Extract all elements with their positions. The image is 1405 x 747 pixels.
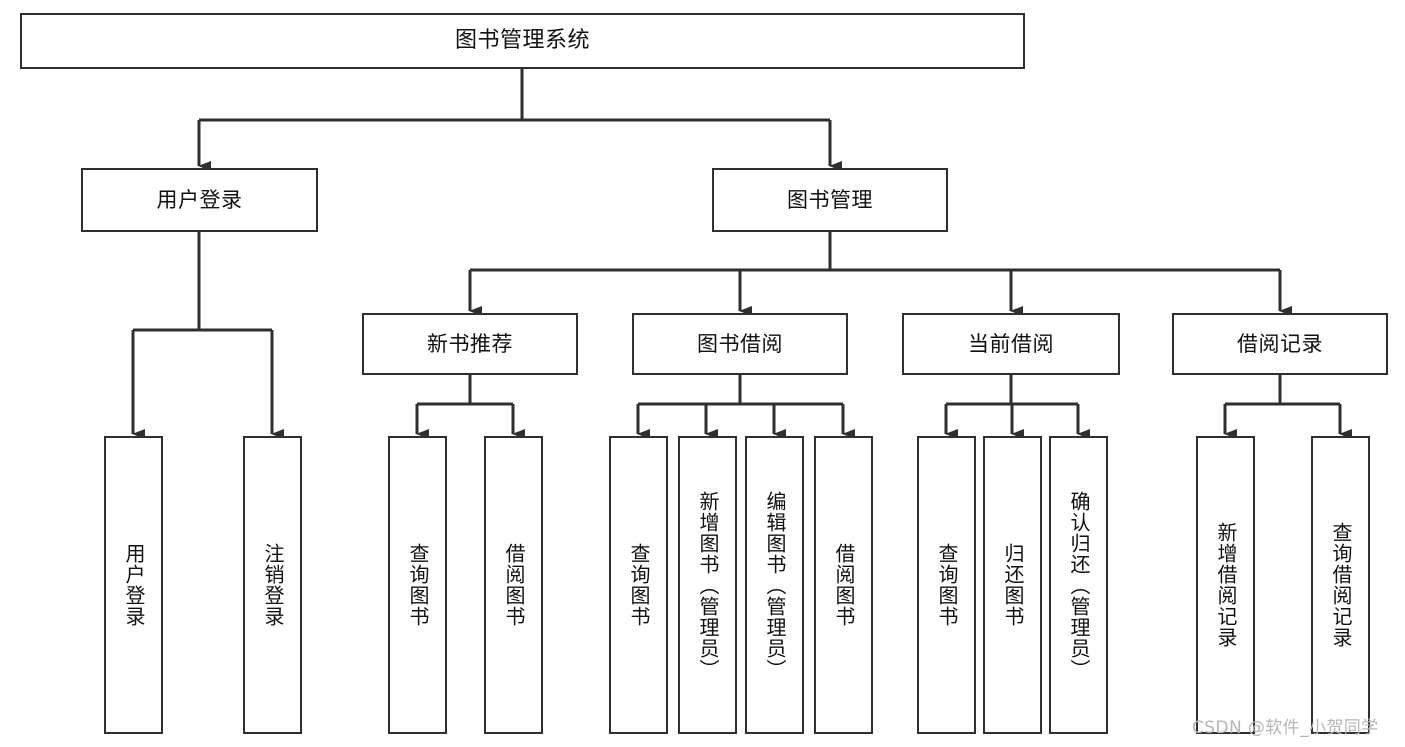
leaf-bb-query-book[interactable]: 查询图书 xyxy=(609,436,668,734)
node-book-management[interactable]: 图书管理 xyxy=(712,168,948,232)
leaf-bb-add-book[interactable]: 新增图书（管理员） xyxy=(678,436,737,734)
leaf-nb-query-book[interactable]: 查询图书 xyxy=(388,436,447,734)
leaf-bb-edit-book[interactable]: 编辑图书（管理员） xyxy=(745,436,804,734)
node-label: 查询图书 xyxy=(627,543,651,627)
leaf-cb-return-book[interactable]: 归还图书 xyxy=(983,436,1042,734)
node-label: 借阅图书 xyxy=(502,543,526,627)
node-label: 借阅记录 xyxy=(1237,331,1323,356)
node-current-borrow[interactable]: 当前借阅 xyxy=(902,313,1120,375)
node-label: 查询图书 xyxy=(935,543,959,627)
node-label: 编辑图书（管理员） xyxy=(763,490,787,680)
leaf-cb-confirm-return[interactable]: 确认归还（管理员） xyxy=(1049,436,1108,734)
node-label: 查询借阅记录 xyxy=(1329,522,1353,648)
node-label: 用户登录 xyxy=(156,187,243,212)
leaf-br-query-record[interactable]: 查询借阅记录 xyxy=(1311,436,1370,734)
leaf-user-login[interactable]: 用户登录 xyxy=(104,436,163,734)
node-label: 归还图书 xyxy=(1001,543,1025,627)
node-label: 图书管理 xyxy=(787,187,873,212)
node-label: 新增借阅记录 xyxy=(1214,522,1238,648)
leaf-cb-query-book[interactable]: 查询图书 xyxy=(917,436,976,734)
node-user-login[interactable]: 用户登录 xyxy=(81,168,318,232)
node-borrow-record[interactable]: 借阅记录 xyxy=(1172,313,1388,375)
leaf-logout-login[interactable]: 注销登录 xyxy=(243,436,302,734)
node-label: 新增图书（管理员） xyxy=(696,490,720,680)
node-label: 借阅图书 xyxy=(832,543,856,627)
leaf-bb-borrow-book[interactable]: 借阅图书 xyxy=(814,436,873,734)
node-book-borrow[interactable]: 图书借阅 xyxy=(632,313,848,375)
node-label: 图书管理系统 xyxy=(454,28,590,54)
node-label: 当前借阅 xyxy=(968,331,1054,356)
node-label: 新书推荐 xyxy=(427,331,513,356)
leaf-br-add-record[interactable]: 新增借阅记录 xyxy=(1196,436,1255,734)
node-label: 查询图书 xyxy=(406,543,430,627)
node-new-book-recommend[interactable]: 新书推荐 xyxy=(362,313,578,375)
node-label: 用户登录 xyxy=(122,543,146,627)
node-label: 确认归还（管理员） xyxy=(1067,490,1091,680)
node-label: 图书借阅 xyxy=(697,331,783,356)
node-root-book-management-system[interactable]: 图书管理系统 xyxy=(20,13,1025,69)
node-label: 注销登录 xyxy=(261,543,285,627)
leaf-nb-borrow-book[interactable]: 借阅图书 xyxy=(484,436,543,734)
